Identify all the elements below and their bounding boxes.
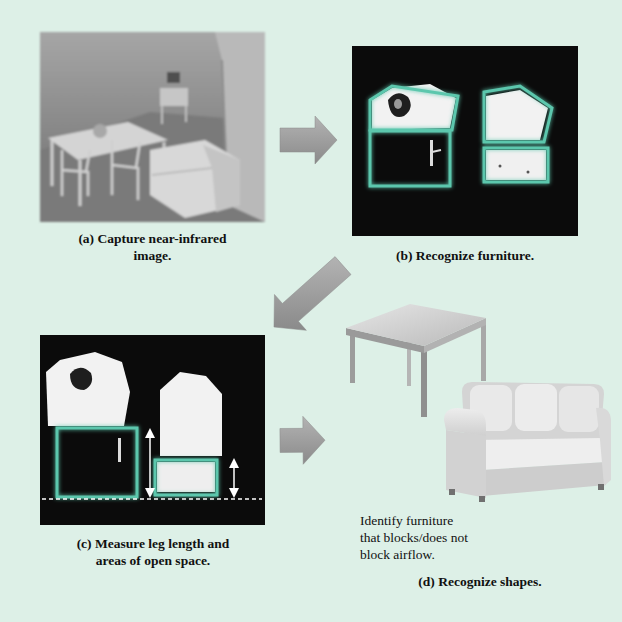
photo-desk-leg [161, 106, 163, 124]
diagram-panel: (b) Recognize furniture. [352, 46, 578, 276]
table-leg [350, 333, 355, 383]
photo-background [40, 32, 265, 222]
photo-table-leg [51, 140, 54, 186]
vase-shadow [70, 368, 92, 390]
recognition-image [352, 46, 578, 236]
panel-note: Identify furniture that blocks/does not … [360, 512, 472, 563]
dimension-arrowhead [229, 458, 239, 468]
diagram-panel: Identify furniture that blocks/does not … [340, 290, 615, 600]
detection-outline [484, 86, 552, 142]
sofa-seat-blob [486, 150, 546, 180]
sofa-arm [596, 408, 611, 486]
sofa-cushion [515, 384, 557, 431]
flow-arrow [280, 416, 325, 464]
panel-caption: (c) Measure leg length and areas of open… [72, 535, 234, 569]
flow-arrow [274, 257, 351, 331]
vase-shadow [388, 93, 411, 117]
detection-outlines [57, 428, 217, 497]
infrared-photo [40, 32, 265, 222]
leg-fragment [430, 140, 433, 166]
photo-vase [93, 124, 107, 138]
measurement-image [40, 335, 265, 525]
dimension-arrow [233, 466, 235, 490]
sofa-front [482, 462, 606, 496]
flow-arrow [280, 116, 337, 164]
sofa-foot [449, 489, 455, 495]
photo-sofa-seat [152, 168, 212, 175]
sofa-arm-front [446, 430, 486, 498]
table-leg [421, 350, 427, 417]
dimension-arrow [149, 436, 151, 490]
leg-fragment [118, 438, 121, 462]
panel-caption: (d) Recognize shapes. [380, 573, 580, 590]
diagram-panel: (c) Measure leg length and areas of open… [40, 335, 265, 575]
sofa-cushion [559, 386, 599, 432]
sofa-back-blob [160, 372, 222, 456]
table-top-blob [46, 352, 130, 426]
detection-outlines [370, 86, 552, 186]
photo-chair [112, 140, 140, 200]
image-background [40, 335, 265, 525]
diagram-panel: (a) Capture near-infrared image. [40, 32, 265, 272]
detection-outline [155, 460, 217, 495]
panel-caption: (a) Capture near-infrared image. [60, 230, 245, 264]
dimension-arrowhead [145, 428, 155, 438]
vase-blob [394, 99, 402, 109]
photo-desk [160, 88, 188, 106]
detection-outline [370, 86, 458, 130]
sofa-foot [479, 496, 485, 502]
noise-speck [527, 171, 530, 174]
sofa-foot [598, 484, 604, 490]
detection-outline [484, 148, 548, 182]
table-leg [481, 323, 486, 381]
photo-sofa-arm [203, 145, 240, 212]
dimension-arrowhead [145, 488, 155, 498]
photo-chair [62, 150, 90, 196]
dimension-arrowhead [229, 488, 239, 498]
detection-outline [57, 428, 137, 497]
leg-fragment [432, 150, 441, 152]
sofa-model [444, 382, 611, 502]
noise-speck [499, 165, 502, 168]
detection-outline [370, 131, 450, 186]
photo-table-leg [79, 160, 82, 206]
floor-line [42, 498, 262, 500]
photo-sofa [150, 140, 240, 218]
table-top [346, 304, 486, 346]
image-background [352, 46, 578, 236]
photo-monitor [167, 72, 180, 83]
photo-desk-leg [185, 106, 187, 122]
panel-caption: (b) Recognize furniture. [352, 247, 578, 264]
sofa-seat-blob [157, 462, 215, 492]
